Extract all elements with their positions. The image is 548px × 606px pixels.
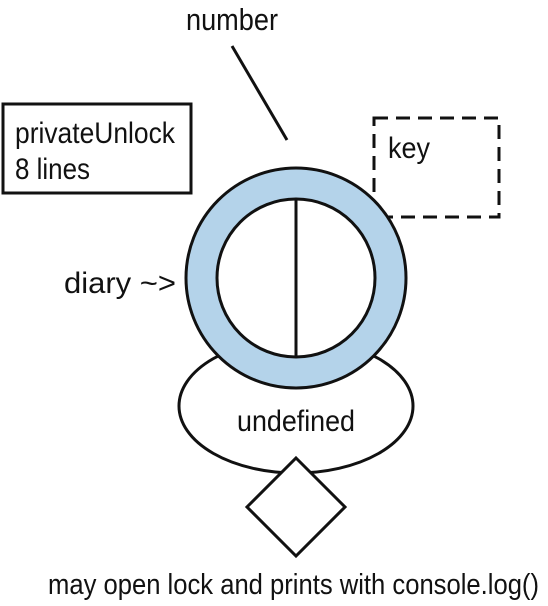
private-unlock-label: privateUnlock — [15, 117, 176, 150]
caption-label: may open lock and prints with console.lo… — [48, 569, 539, 601]
number-pointer-line — [230, 45, 289, 141]
private-unlock-box — [1, 102, 193, 195]
diamond-shape — [244, 455, 348, 559]
diary-label: diary ~> — [64, 267, 176, 300]
lines-count-label: 8 lines — [15, 153, 90, 186]
key-label: key — [388, 132, 430, 165]
undefined-label: undefined — [237, 405, 355, 438]
number-label: number — [186, 2, 278, 37]
key-dashed-box — [372, 116, 501, 219]
